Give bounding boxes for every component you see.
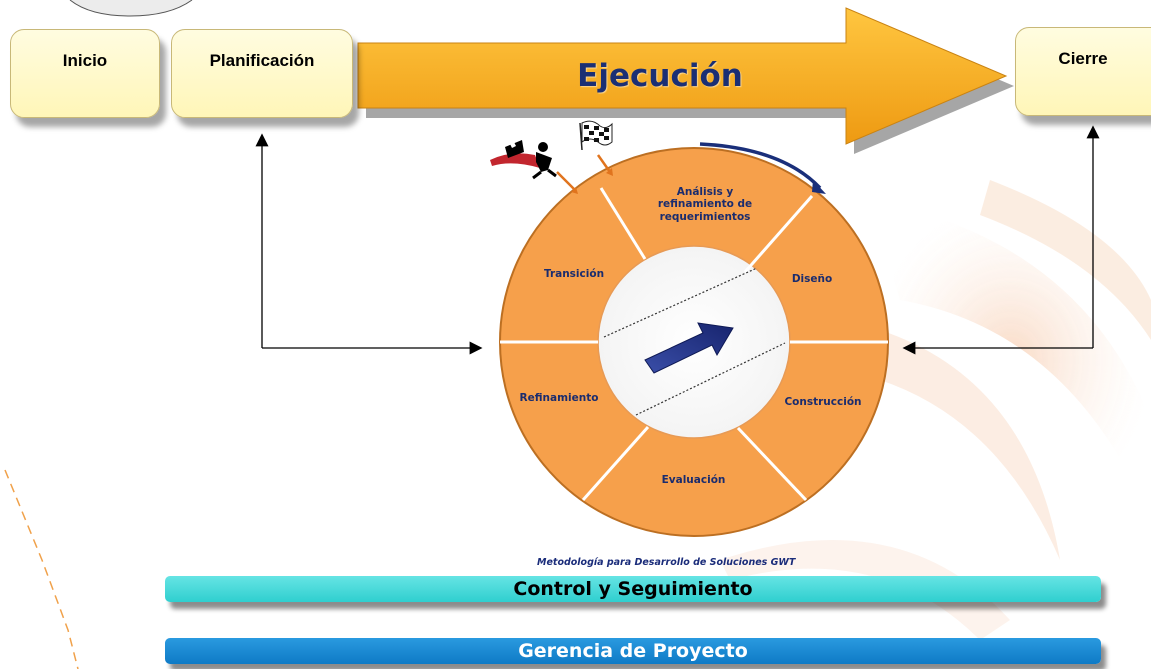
- segment-label-analisis: Análisis y refinamiento de requerimiento…: [657, 186, 753, 223]
- cycle-wheel: [499, 142, 889, 537]
- dashed-guide-line: [4, 469, 79, 669]
- segment-label-construccion: Construcción: [784, 396, 862, 408]
- phase-box-cierre: Cierre: [1015, 27, 1151, 116]
- segment-label-evaluacion: Evaluación: [661, 474, 726, 486]
- phase-label-ejecucion: Ejecución: [577, 58, 743, 94]
- gerencia-bar-label: Gerencia de Proyecto: [518, 640, 748, 662]
- execution-arrow: [357, 7, 1014, 154]
- phase-label-planificacion: Planificación: [209, 51, 315, 70]
- rotation-arrow-icon: [699, 142, 822, 190]
- phase-box-planificacion: Planificación: [171, 29, 353, 118]
- methodology-credit: Metodología para Desarrollo de Solucione…: [537, 557, 796, 568]
- decorative-swirl: [720, 180, 1151, 640]
- control-bar-label: Control y Seguimiento: [513, 578, 753, 600]
- checkered-flag-icon: [579, 120, 613, 176]
- segment-label-diseno: Diseño: [791, 273, 833, 285]
- segment-label-transicion: Transición: [543, 268, 605, 280]
- phase-label-inicio: Inicio: [62, 51, 108, 70]
- phase-label-cierre: Cierre: [1058, 49, 1108, 68]
- partial-circle-shape: [69, 0, 193, 17]
- connector-lines: [255, 125, 1100, 355]
- gerencia-bar: Gerencia de Proyecto: [165, 638, 1101, 664]
- segment-label-refinamiento: Refinamiento: [519, 392, 599, 404]
- progress-arrow-icon: [644, 322, 734, 374]
- phase-box-inicio: Inicio: [10, 29, 160, 118]
- control-bar: Control y Seguimiento: [165, 576, 1101, 602]
- runner-with-flag-icon: [490, 140, 578, 194]
